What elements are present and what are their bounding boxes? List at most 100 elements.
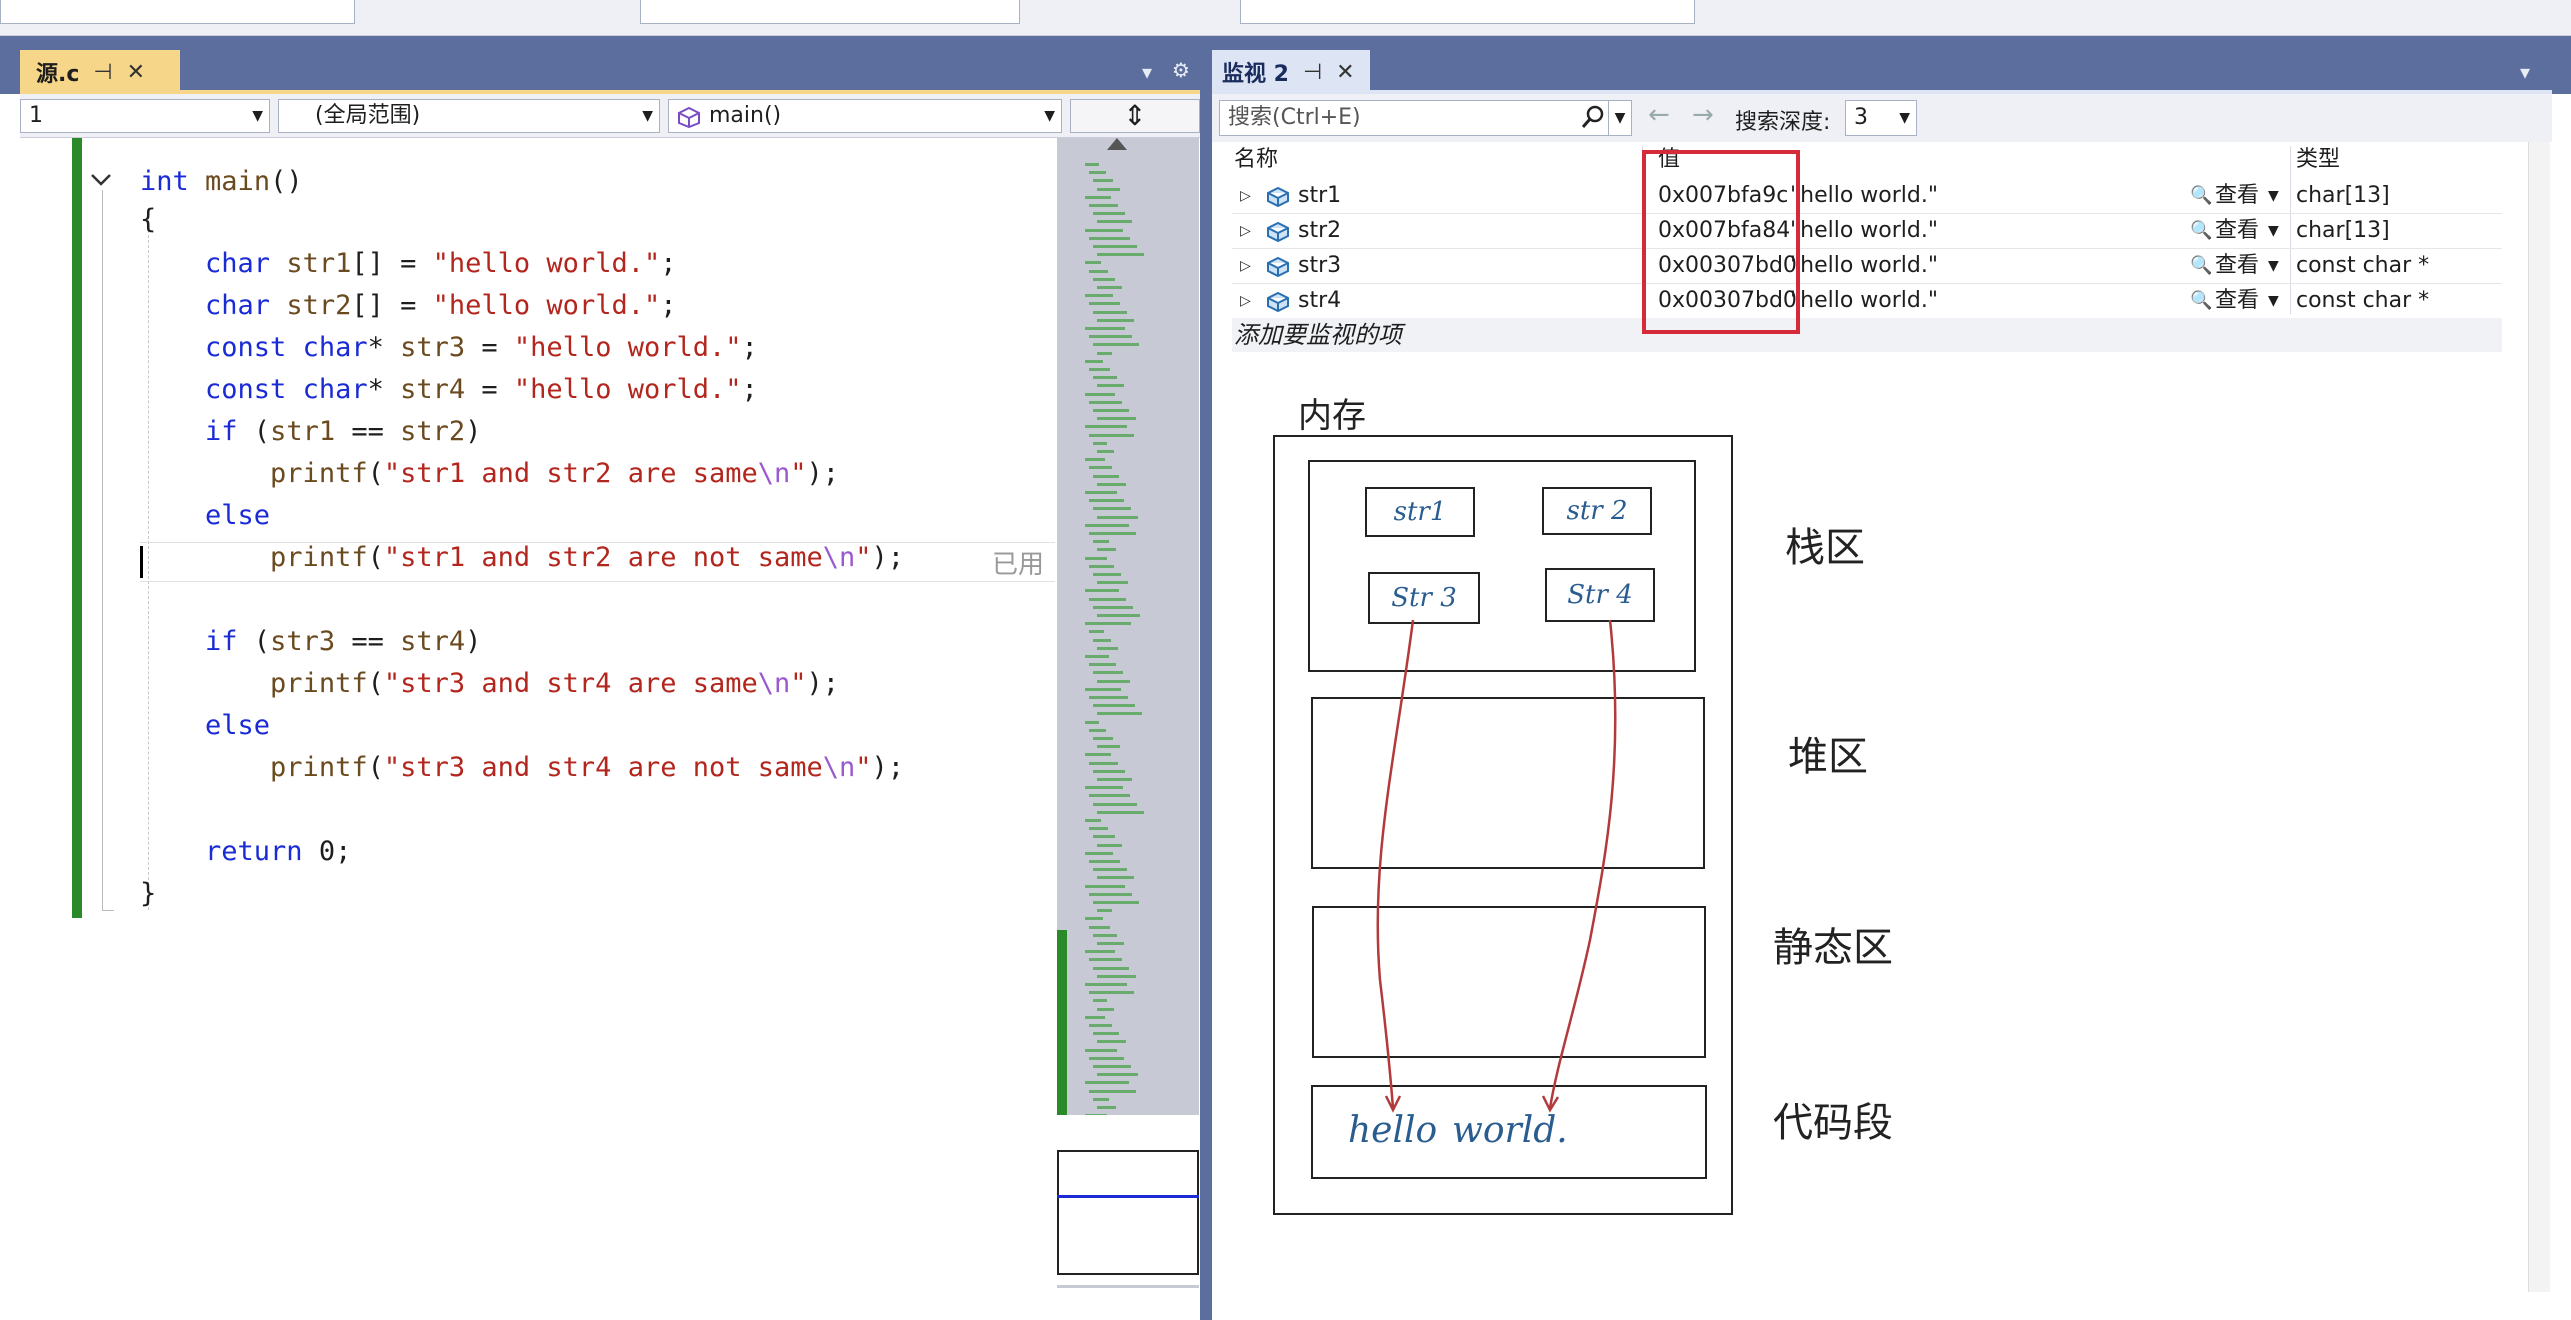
minimap-code-line	[1089, 958, 1122, 962]
code-token: char	[205, 290, 271, 321]
forward-arrow-icon[interactable]: →	[1692, 100, 1714, 130]
watch-name[interactable]: str2	[1298, 218, 1342, 243]
minimap-code-line	[1097, 712, 1142, 716]
watch-name[interactable]: str3	[1298, 253, 1342, 278]
code-line[interactable]: printf("str3 and str4 are not same\n");	[140, 750, 904, 786]
chevron-down-icon[interactable]: ▼	[2268, 258, 2279, 274]
code-line[interactable]: {	[140, 202, 156, 238]
split-editor-button[interactable]: ⇕	[1070, 99, 1200, 133]
code-line[interactable]: printf("str1 and str2 are not same\n");	[140, 540, 904, 576]
code-token: (	[367, 458, 384, 489]
toolbar-combo-3[interactable]	[1240, 0, 1695, 24]
minimap-code-line	[1097, 843, 1122, 847]
pin-icon[interactable]: ⊣	[1302, 59, 1323, 85]
toolbar-combo-1[interactable]	[0, 0, 355, 24]
code-line[interactable]: printf("str1 and str2 are same\n");	[140, 456, 839, 492]
top-toolbar	[0, 0, 2571, 36]
code-line[interactable]: if (str1 == str2)	[140, 414, 481, 450]
expand-triangle-icon[interactable]: ▷	[1240, 223, 1251, 239]
row-separator	[1232, 283, 2502, 284]
view-button[interactable]: 查看	[2215, 183, 2260, 208]
view-button[interactable]: 查看	[2215, 253, 2260, 278]
search-options-dropdown[interactable]: ▼	[1608, 100, 1632, 136]
watch-name[interactable]: str4	[1298, 288, 1342, 313]
code-line[interactable]: char str1[] = "hello world.";	[140, 246, 676, 282]
code-editor[interactable]	[20, 138, 1055, 1288]
vertical-scrollbar[interactable]	[2528, 142, 2550, 1292]
minimap-viewport[interactable]	[1057, 1150, 1199, 1275]
minimap-code-line	[1085, 491, 1117, 494]
minimap-code-line	[1085, 687, 1121, 691]
column-header-name[interactable]: 名称	[1234, 147, 1279, 172]
code-token	[140, 542, 270, 573]
watch-address[interactable]: 0x00307bd0	[1658, 253, 1797, 278]
code-line[interactable]: const char* str4 = "hello world.";	[140, 372, 758, 408]
expand-triangle-icon[interactable]: ▷	[1240, 258, 1251, 274]
search-depth-label: 搜索深度:	[1735, 110, 1831, 135]
close-icon[interactable]: ✕	[1336, 59, 1355, 85]
minimap-code-line	[1089, 696, 1128, 699]
watch-type: char[13]	[2296, 183, 2390, 208]
watch-name[interactable]: str1	[1298, 183, 1342, 208]
visualizer-icon[interactable]: 🔍	[2190, 220, 2213, 241]
function-dropdown[interactable]: main()▼	[668, 99, 1062, 133]
minimap-code-line	[1093, 1032, 1119, 1036]
toolbar-combo-2[interactable]	[640, 0, 1020, 24]
tab-source-file[interactable]: 源.c ⊣ ✕	[20, 50, 180, 94]
minimap-code-line	[1097, 909, 1112, 913]
code-token: =	[465, 332, 514, 363]
code-minimap[interactable]	[1057, 138, 1199, 1288]
visualizer-icon[interactable]: 🔍	[2190, 185, 2213, 206]
view-button[interactable]: 查看	[2215, 218, 2260, 243]
gear-icon[interactable]: ⚙	[1172, 58, 1190, 82]
code-line[interactable]: if (str3 == str4)	[140, 624, 481, 660]
watch-string-value[interactable]: "hello world."	[1790, 218, 1938, 243]
view-button[interactable]: 查看	[2215, 288, 2260, 313]
minimap-code-line	[1085, 425, 1127, 429]
chevron-down-icon[interactable]: ▼	[2268, 223, 2279, 239]
watch-string-value[interactable]: "hello world."	[1790, 253, 1938, 278]
code-line[interactable]: printf("str3 and str4 are same\n");	[140, 666, 839, 702]
visualizer-icon[interactable]: 🔍	[2190, 290, 2213, 311]
code-line[interactable]: else	[140, 498, 270, 534]
watch-search-input[interactable]: 搜索(Ctrl+E)	[1219, 100, 1632, 136]
code-line[interactable]: char str2[] = "hello world.";	[140, 288, 676, 324]
chevron-down-icon[interactable]: ▼	[2268, 188, 2279, 204]
dropdown-icon[interactable]: ▾	[2520, 60, 2531, 84]
watch-string-value[interactable]: "hello world."	[1790, 183, 1938, 208]
chevron-down-icon[interactable]: ▼	[2268, 293, 2279, 309]
close-icon[interactable]: ✕	[126, 59, 146, 85]
dropdown-icon[interactable]: ▾	[1142, 60, 1153, 84]
column-divider[interactable]	[2290, 146, 2291, 314]
minimap-code-line	[1089, 991, 1134, 995]
back-arrow-icon[interactable]: ←	[1648, 100, 1670, 130]
watch-address[interactable]: 0x007bfa9c	[1658, 183, 1789, 208]
expand-triangle-icon[interactable]: ▷	[1240, 188, 1251, 204]
code-line[interactable]: return 0;	[140, 834, 351, 870]
watch-address[interactable]: 0x007bfa84	[1658, 218, 1791, 243]
stack-cell-str2: str 2	[1542, 487, 1652, 535]
visualizer-icon[interactable]: 🔍	[2190, 255, 2213, 276]
code-token: (	[367, 752, 384, 783]
watch-string-value[interactable]: "hello world."	[1790, 288, 1938, 313]
search-depth-dropdown[interactable]: 3▼	[1845, 100, 1917, 136]
search-icon[interactable]	[1580, 104, 1606, 130]
scope-dropdown[interactable]: (全局范围)▼	[278, 99, 660, 133]
scroll-up-arrow-icon[interactable]	[1107, 138, 1127, 150]
code-line[interactable]: int main()	[140, 164, 303, 200]
watch-type: const char *	[2296, 253, 2430, 278]
pane-splitter[interactable]	[1200, 36, 1212, 1320]
text-caret	[140, 546, 143, 578]
collapse-chevron-icon[interactable]	[88, 170, 114, 190]
project-dropdown[interactable]: 1▼	[20, 99, 270, 133]
add-watch-item[interactable]: 添加要监视的项	[1232, 318, 2502, 352]
code-line[interactable]: else	[140, 708, 270, 744]
pin-icon[interactable]: ⊣	[93, 59, 113, 85]
tab-watch-2[interactable]: 监视 2 ⊣ ✕	[1212, 50, 1370, 94]
watch-address[interactable]: 0x00307bd0	[1658, 288, 1797, 313]
code-line[interactable]: const char* str3 = "hello world.";	[140, 330, 758, 366]
expand-triangle-icon[interactable]: ▷	[1240, 293, 1251, 309]
code-line[interactable]: }	[140, 876, 156, 912]
column-header-type[interactable]: 类型	[2296, 147, 2341, 172]
minimap-code-line	[1085, 1081, 1129, 1085]
